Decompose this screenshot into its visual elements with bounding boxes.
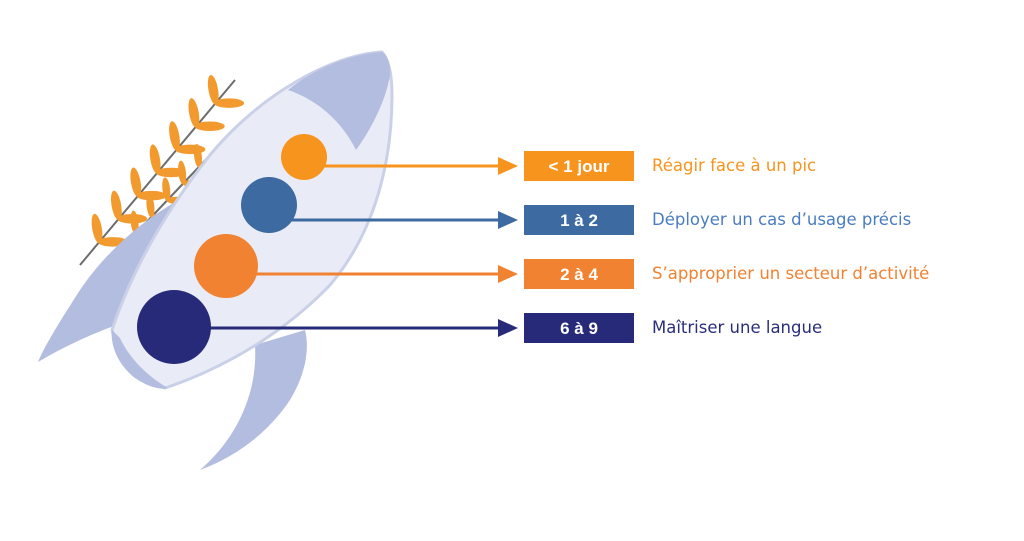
wheat-leaf (130, 167, 142, 198)
wheat-leaf (207, 75, 219, 105)
wheat-leaf (214, 98, 245, 108)
rocket-window-dot (281, 134, 327, 180)
duration-text: 2 à 4 (560, 265, 598, 284)
duration-text: 6 à 9 (560, 319, 598, 338)
rocket-window-dot (137, 290, 211, 364)
wheat-leaf (178, 160, 187, 185)
wheat-leaf (149, 144, 161, 175)
wheat-leaf (130, 210, 139, 235)
wheat-leaf (188, 98, 200, 128)
row-label: Déployer un cas d’usage précis (652, 210, 911, 229)
duration-text: 1 à 2 (560, 211, 598, 230)
arrow-head-icon (498, 319, 518, 337)
rocket-window-dot (194, 234, 258, 298)
row-label: Maîtriser une langue (652, 318, 822, 337)
wheat-leaf (162, 177, 171, 202)
wheat-leaf (110, 190, 122, 221)
duration-badge (524, 259, 634, 289)
timeline-row: 6 à 9 Maîtriser une langue (137, 290, 822, 364)
arrow-head-icon (498, 157, 518, 175)
rocket-nose (288, 52, 391, 150)
rocket-tail (111, 330, 168, 389)
rocket-bottom-wing (200, 330, 307, 470)
duration-badge (524, 313, 634, 343)
duration-badge (524, 151, 634, 181)
wheat-leaf (169, 121, 180, 151)
timeline-row: 2 à 4 S’approprier un secteur d’activité (194, 234, 929, 298)
wheat-leaf (193, 144, 202, 168)
wheat-leaf (194, 121, 225, 132)
arrow-head-icon (498, 211, 518, 229)
duration-badge (524, 205, 634, 235)
rocket-window-dot (241, 177, 297, 233)
wheat-leaf (136, 190, 167, 201)
timeline-row: 1 à 2 Déployer un cas d’usage précis (241, 177, 911, 235)
wheat-leaf (91, 213, 103, 244)
duration-text: < 1 jour (549, 157, 610, 176)
wheat-leaf (146, 194, 155, 218)
timeline-row: < 1 jour Réagir face à un pic (281, 134, 816, 181)
row-label: Réagir face à un pic (652, 156, 816, 175)
row-label: S’approprier un secteur d’activité (652, 264, 929, 283)
arrow-head-icon (498, 265, 518, 283)
